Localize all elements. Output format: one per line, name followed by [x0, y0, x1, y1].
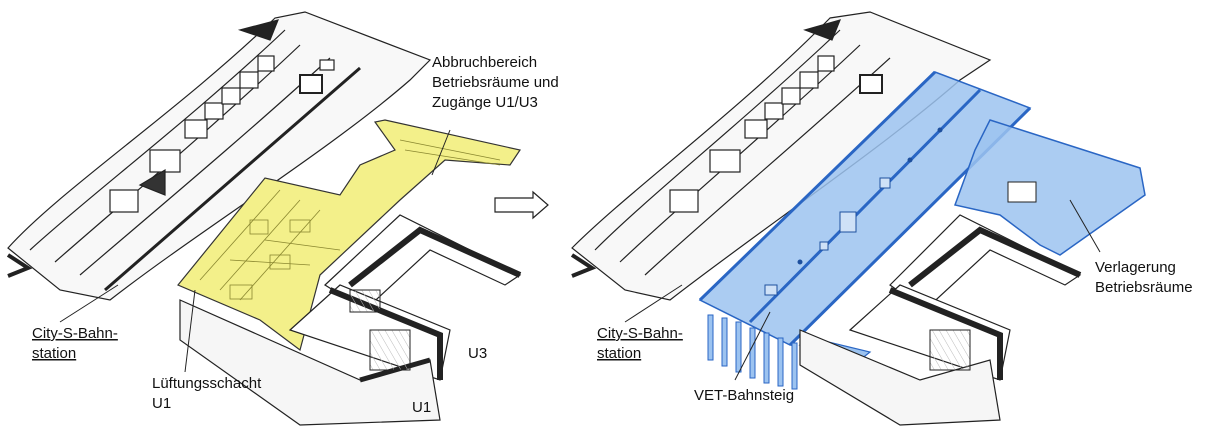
left-city-station-label-line1: City-S-Bahn-	[32, 325, 118, 342]
left-demolition-detail	[199, 139, 501, 301]
demolition-label-line2: Betriebsräume und	[432, 74, 559, 91]
relocation-label-line1: Verlagerung	[1095, 259, 1176, 276]
u1-label: U1	[412, 399, 431, 416]
relocation-shaft	[1007, 181, 1037, 203]
right-city-station-structure	[570, 11, 992, 301]
left-ubahn-tunnels	[179, 214, 522, 426]
left-panel: Abbruchbereich Betriebsräume und Zugänge…	[6, 11, 559, 426]
u3-label: U3	[468, 345, 487, 362]
right-leader-lines	[624, 199, 1101, 381]
relocation-area	[954, 119, 1146, 256]
vet-platform-openings	[764, 127, 943, 296]
vet-platform-label: VET-Bahnsteig	[694, 387, 794, 404]
demolition-label-line3: Zugänge U1/U3	[432, 94, 538, 111]
ventilation-label-line1: Lüftungsschacht	[152, 375, 262, 392]
demolition-label-line1: Abbruchbereich	[432, 54, 537, 71]
left-city-station-label-line2: station	[32, 345, 76, 362]
right-panel: Verlagerung Betriebsräume City-S-Bahn- s…	[570, 11, 1193, 426]
left-city-station-structure	[6, 11, 432, 301]
vet-platform-columns	[707, 314, 798, 390]
left-leader-lines	[59, 129, 451, 373]
ventilation-label-line2: U1	[152, 395, 171, 412]
right-arrow-icon	[494, 190, 549, 220]
right-ubahn-tunnels	[799, 214, 1082, 426]
relocation-label-line2: Betriebsräume	[1095, 279, 1193, 296]
right-city-station-label-line1: City-S-Bahn-	[597, 325, 683, 342]
right-city-station-label-line2: station	[597, 345, 641, 362]
